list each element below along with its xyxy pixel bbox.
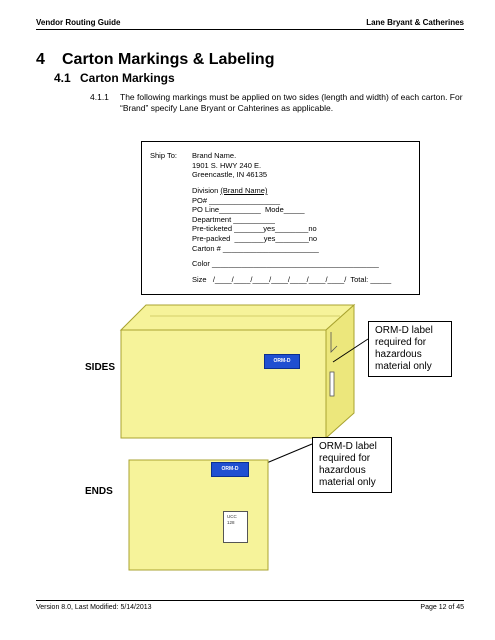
callout-end: ORM-D label required for hazardous mater…: [312, 437, 392, 493]
division-brand: (Brand Name): [220, 186, 268, 195]
ucc-line-2: 128: [227, 520, 235, 525]
callout-side: ORM-D label required for hazardous mater…: [368, 321, 452, 377]
paragraph-text: The following markings must be applied o…: [120, 92, 463, 113]
label-field-department: Department __________: [192, 214, 275, 224]
carton-side-illustration: [119, 303, 356, 440]
ormd-tag-end: ORM-D: [211, 462, 249, 477]
label-field-po: PO# _________________: [192, 195, 281, 205]
carton-label-sample: Ship To: Brand Name. 1901 S. HWY 240 E. …: [141, 141, 420, 295]
address-line-1: Brand Name.: [192, 151, 237, 160]
division-prefix: Division: [192, 186, 221, 195]
section-title: Carton Markings & Labeling: [62, 51, 275, 68]
footer-left: Version 8.0, Last Modified: 5/14/2013: [36, 604, 152, 611]
footer-rule: [36, 600, 464, 601]
header-rule: [36, 29, 464, 30]
ucc-128-label: UCC 128: [223, 511, 248, 543]
address-line-2: 1901 S. HWY 240 E.: [192, 160, 262, 170]
label-field-prepacked: Pre-packed _______yes________no: [192, 234, 318, 243]
section-number: 4: [36, 51, 45, 68]
header-right: Lane Bryant & Catherines: [366, 18, 464, 27]
ship-to-label: Ship To:: [150, 151, 177, 160]
ormd-tag-side: ORM-D: [264, 354, 300, 369]
ucc-line-1: UCC: [227, 514, 237, 519]
footer-right: Page 12 of 45: [420, 604, 464, 611]
subsection-number: 4.1: [54, 71, 71, 85]
label-field-preticketed: Pre-ticketed _______yes________no: [192, 224, 317, 234]
ends-label: ENDS: [85, 486, 113, 497]
label-size-line: Size /____/____/____/____/____/____/____…: [192, 275, 392, 284]
label-field-po-line: PO Line__________ Mode_____: [192, 205, 305, 215]
division-line: Division (Brand Name): [192, 186, 267, 196]
address-line-3: Greencastle, IN 46135: [192, 170, 268, 180]
subsection-title: Carton Markings: [80, 71, 175, 85]
carton-side-front: [120, 329, 327, 439]
carton-side-end: [325, 303, 355, 440]
label-color-line: Color __________________________________…: [192, 259, 379, 268]
sides-label: SIDES: [85, 362, 116, 373]
label-field-carton: Carton # _______________________: [192, 243, 319, 253]
paragraph-number: 4.1.1: [90, 92, 109, 102]
header-left: Vendor Routing Guide: [36, 18, 121, 27]
